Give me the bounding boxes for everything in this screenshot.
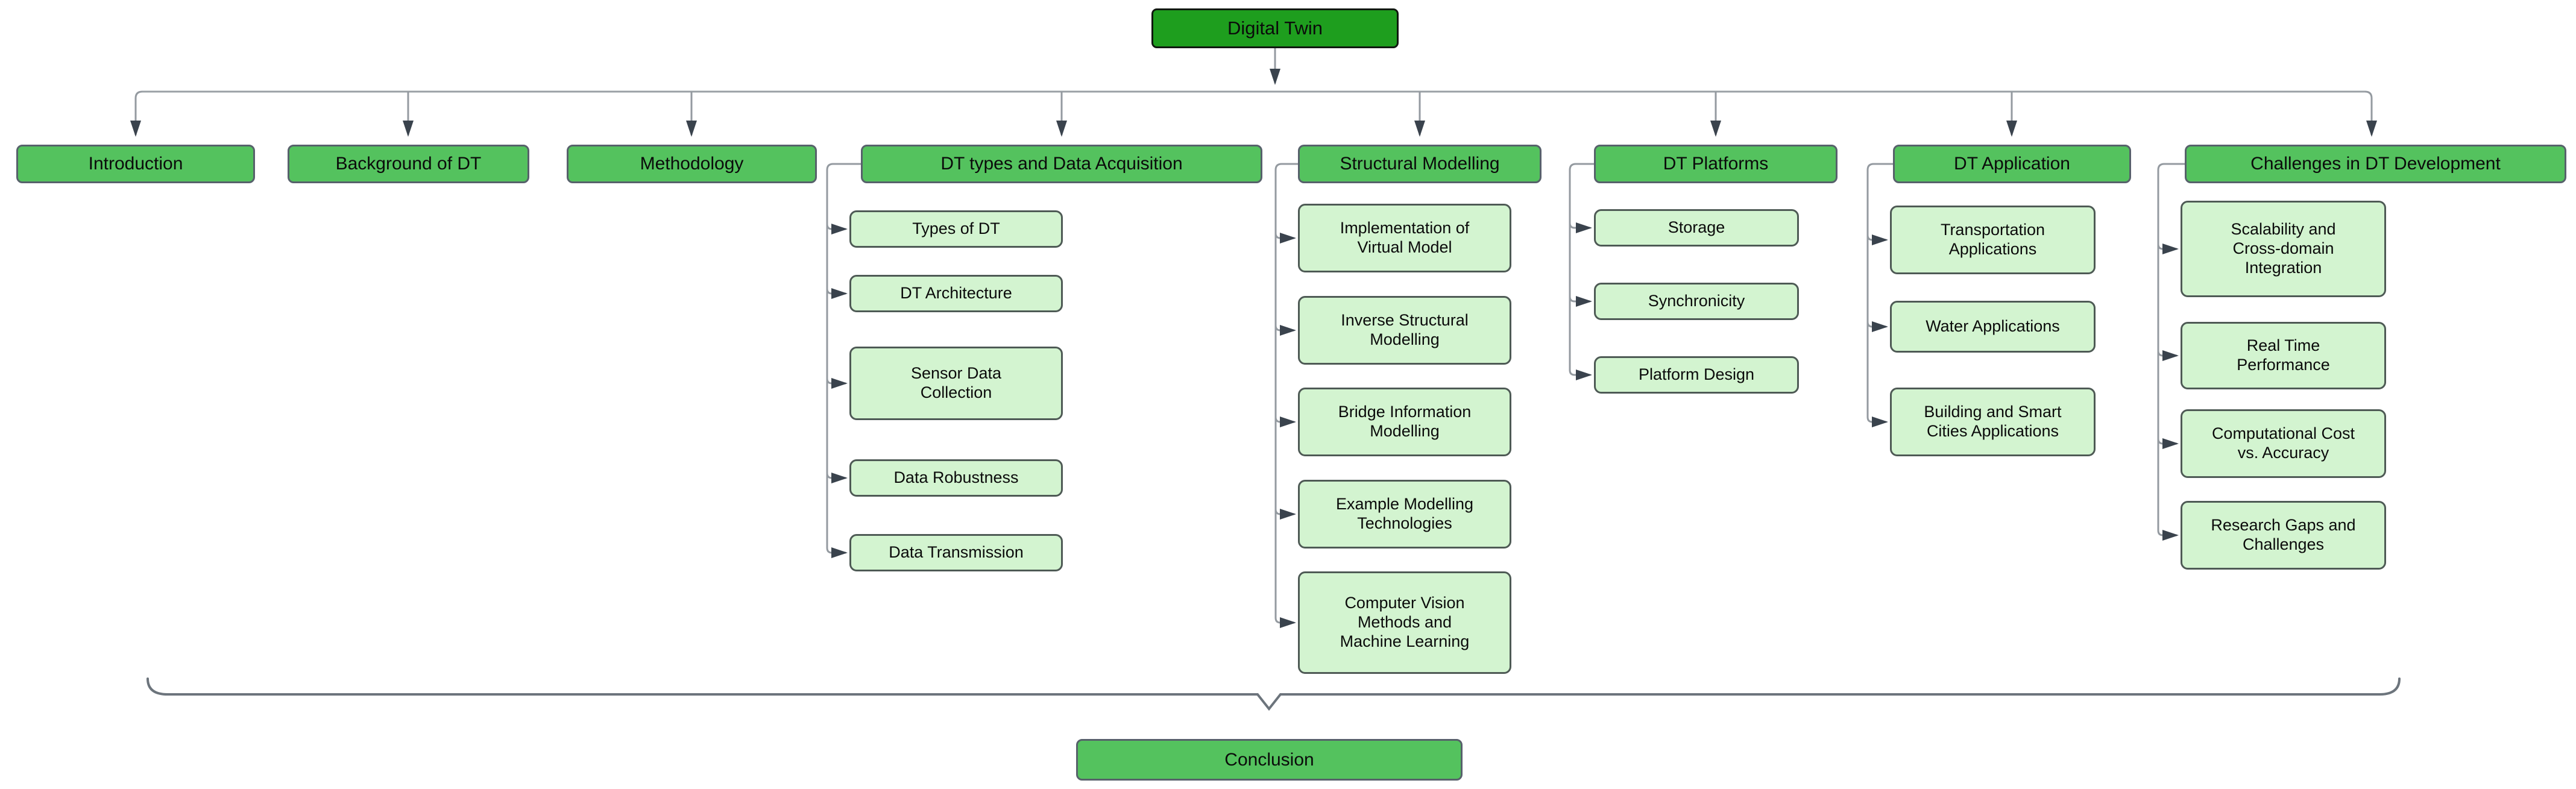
node-computer-vision-methods-and-machine-learning: Computer Vision Methods and Machine Lear… [1298, 571, 1511, 674]
node-transportation-applications: Transportation Applications [1890, 206, 2096, 274]
gather-brace [146, 677, 2401, 711]
node-scalability-and-cross-domain-integration: Scalability and Cross-domain Integration [2181, 201, 2386, 297]
node-real-time-performance: Real Time Performance [2181, 322, 2386, 389]
node-types-of-dt: Types of DT [849, 210, 1063, 248]
node-introduction: Introduction [16, 145, 255, 183]
section-drop-arrows [130, 90, 2377, 137]
node-computational-cost-vs-accuracy: Computational Cost vs. Accuracy [2181, 409, 2386, 478]
node-background-of-dt: Background of DT [288, 145, 529, 183]
node-challenges-in-dt-development: Challenges in DT Development [2185, 145, 2566, 183]
node-sensor-data-collection: Sensor Data Collection [849, 347, 1063, 420]
column-spines [826, 163, 2185, 618]
node-dt-types-and-data-acquisition: DT types and Data Acquisition [861, 145, 1262, 183]
node-platform-design: Platform Design [1594, 356, 1799, 394]
node-building-and-smart-cities-applications: Building and Smart Cities Applications [1890, 388, 2096, 456]
node-water-applications: Water Applications [1890, 301, 2096, 353]
node-implementation-of-virtual-model: Implementation of Virtual Model [1298, 204, 1511, 272]
node-dt-architecture: DT Architecture [849, 275, 1063, 312]
node-dt-application: DT Application [1893, 145, 2131, 183]
node-inverse-structural-modelling: Inverse Structural Modelling [1298, 296, 1511, 365]
node-storage: Storage [1594, 209, 1799, 247]
node-methodology: Methodology [567, 145, 817, 183]
child-branch-arrows [826, 222, 2179, 628]
node-conclusion: Conclusion [1076, 739, 1463, 781]
node-structural-modelling: Structural Modelling [1298, 145, 1542, 183]
node-synchronicity: Synchronicity [1594, 283, 1799, 320]
node-data-transmission: Data Transmission [849, 534, 1063, 571]
node-digital-twin: Digital Twin [1151, 8, 1399, 48]
node-data-robustness: Data Robustness [849, 459, 1063, 497]
node-research-gaps-and-challenges: Research Gaps and Challenges [2181, 501, 2386, 570]
node-example-modelling-technologies: Example Modelling Technologies [1298, 480, 1511, 549]
node-bridge-information-modelling: Bridge Information Modelling [1298, 388, 1511, 456]
node-dt-platforms: DT Platforms [1594, 145, 1838, 183]
